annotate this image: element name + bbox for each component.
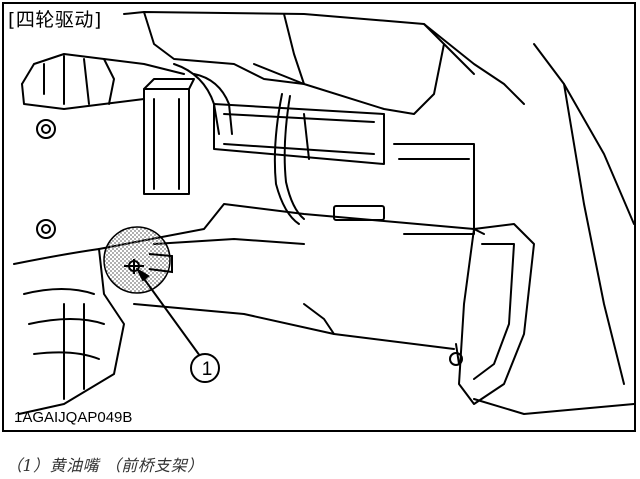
right-housing	[458, 223, 535, 405]
callout-leader	[135, 267, 201, 357]
bolt	[36, 219, 56, 239]
front-axle-bracket-drawing	[13, 11, 634, 415]
vertical-bracket	[143, 88, 190, 195]
callout-circle	[190, 353, 220, 383]
front-axle-casing	[98, 203, 485, 250]
section-tag: [四轮驱动]	[8, 9, 102, 31]
label-plate	[333, 205, 385, 221]
left-wheel-hub	[13, 248, 125, 415]
callout-number: 1	[201, 359, 213, 380]
figure-caption: （1）黄油嘴 （前桥支架）	[6, 456, 204, 475]
grease-nipple-highlight	[103, 226, 171, 294]
bolt	[36, 119, 56, 139]
bolt	[449, 352, 463, 366]
drawing-code: 1AGAIJQAP049B	[14, 409, 133, 426]
upper-housing	[123, 11, 445, 115]
technical-illustration: [四轮驱动] 1 1AGAIJQAP049B	[2, 2, 636, 432]
